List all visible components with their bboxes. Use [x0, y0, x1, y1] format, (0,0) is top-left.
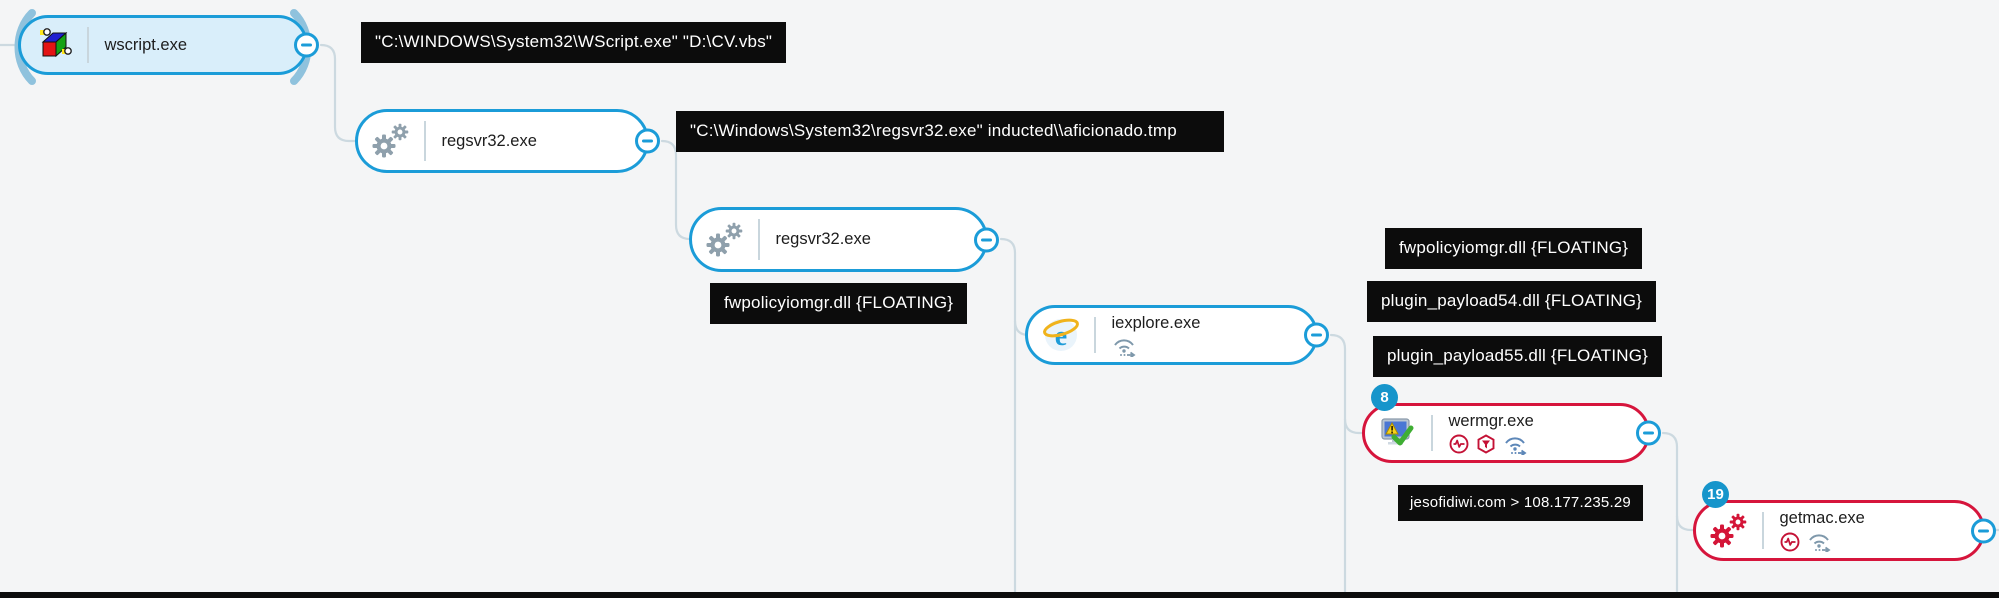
- cmdline-label-wscript: "C:\WINDOWS\System32\WScript.exe" "D:\CV…: [361, 22, 787, 63]
- process-node-regsvr32-2[interactable]: regsvr32.exe: [689, 207, 999, 272]
- collapse-button[interactable]: [1636, 420, 1661, 446]
- gears-gray-icon: [706, 222, 743, 256]
- process-node-getmac[interactable]: 19 getmac.exe: [1693, 481, 1996, 561]
- minus-icon: [1643, 431, 1654, 435]
- process-name: getmac.exe: [1779, 509, 1865, 527]
- minus-icon: [301, 43, 312, 47]
- cmdline-label-regsvr32: "C:\Windows\System32\regsvr32.exe" induc…: [676, 111, 1224, 152]
- process-node-regsvr32-1[interactable]: regsvr32.exe: [355, 109, 660, 173]
- process-node-iexplore[interactable]: e iexplore.exe: [1025, 305, 1329, 365]
- process-name: regsvr32.exe: [775, 230, 871, 248]
- network-out-icon: [1808, 534, 1831, 552]
- process-name: regsvr32.exe: [441, 131, 537, 150]
- minus-icon: [1978, 529, 1989, 532]
- collapse-button[interactable]: [1304, 322, 1329, 348]
- node-divider: [758, 219, 760, 260]
- node-divider: [1762, 512, 1764, 549]
- node-divider: [87, 27, 89, 63]
- internet-explorer-icon: e: [1043, 318, 1079, 352]
- minus-icon: [642, 139, 653, 143]
- minus-icon: [1311, 333, 1322, 337]
- dns-label-wermgr: jesofidiwi.com > 108.177.235.29: [1398, 485, 1643, 522]
- error-reporting-icon: [1381, 418, 1414, 446]
- collapse-button[interactable]: [974, 227, 999, 252]
- signal-pulse-icon: [1780, 532, 1799, 551]
- minus-icon: [981, 238, 992, 241]
- module-label-fwpolicyiomgr-1: fwpolicyiomgr.dll {FLOATING}: [710, 283, 968, 324]
- gears-red-icon: [1710, 513, 1747, 547]
- process-node-wermgr[interactable]: 8 wermgr.exe: [1362, 384, 1661, 463]
- network-out-icon: [1504, 436, 1527, 455]
- clipped-label-bottom-bar: [0, 592, 1999, 598]
- process-node-wscript[interactable]: wscript.exe: [18, 15, 319, 75]
- node-divider: [424, 121, 426, 161]
- threat-hexagon-icon: [1477, 434, 1494, 454]
- svg-text:e: e: [1055, 321, 1067, 352]
- gears-gray-icon: [372, 123, 409, 158]
- wsh-script-icon: [40, 28, 72, 58]
- module-label-fwpolicyiomgr-2: fwpolicyiomgr.dll {FLOATING}: [1385, 228, 1643, 269]
- event-count-badge: 19: [1702, 481, 1729, 508]
- process-name: wermgr.exe: [1448, 411, 1534, 430]
- module-label-payload55: plugin_payload55.dll {FLOATING}: [1373, 336, 1663, 377]
- process-name: iexplore.exe: [1111, 313, 1201, 332]
- node-divider: [1094, 317, 1096, 353]
- node-divider: [1431, 415, 1433, 451]
- collapse-button[interactable]: [635, 128, 660, 154]
- collapse-button[interactable]: [1971, 518, 1996, 543]
- network-out-icon: [1113, 338, 1136, 357]
- event-count-badge: 8: [1371, 384, 1398, 411]
- process-name: wscript.exe: [104, 35, 188, 54]
- signal-pulse-icon: [1449, 434, 1468, 454]
- collapse-button[interactable]: [294, 32, 319, 58]
- module-label-payload54: plugin_payload54.dll {FLOATING}: [1367, 281, 1657, 322]
